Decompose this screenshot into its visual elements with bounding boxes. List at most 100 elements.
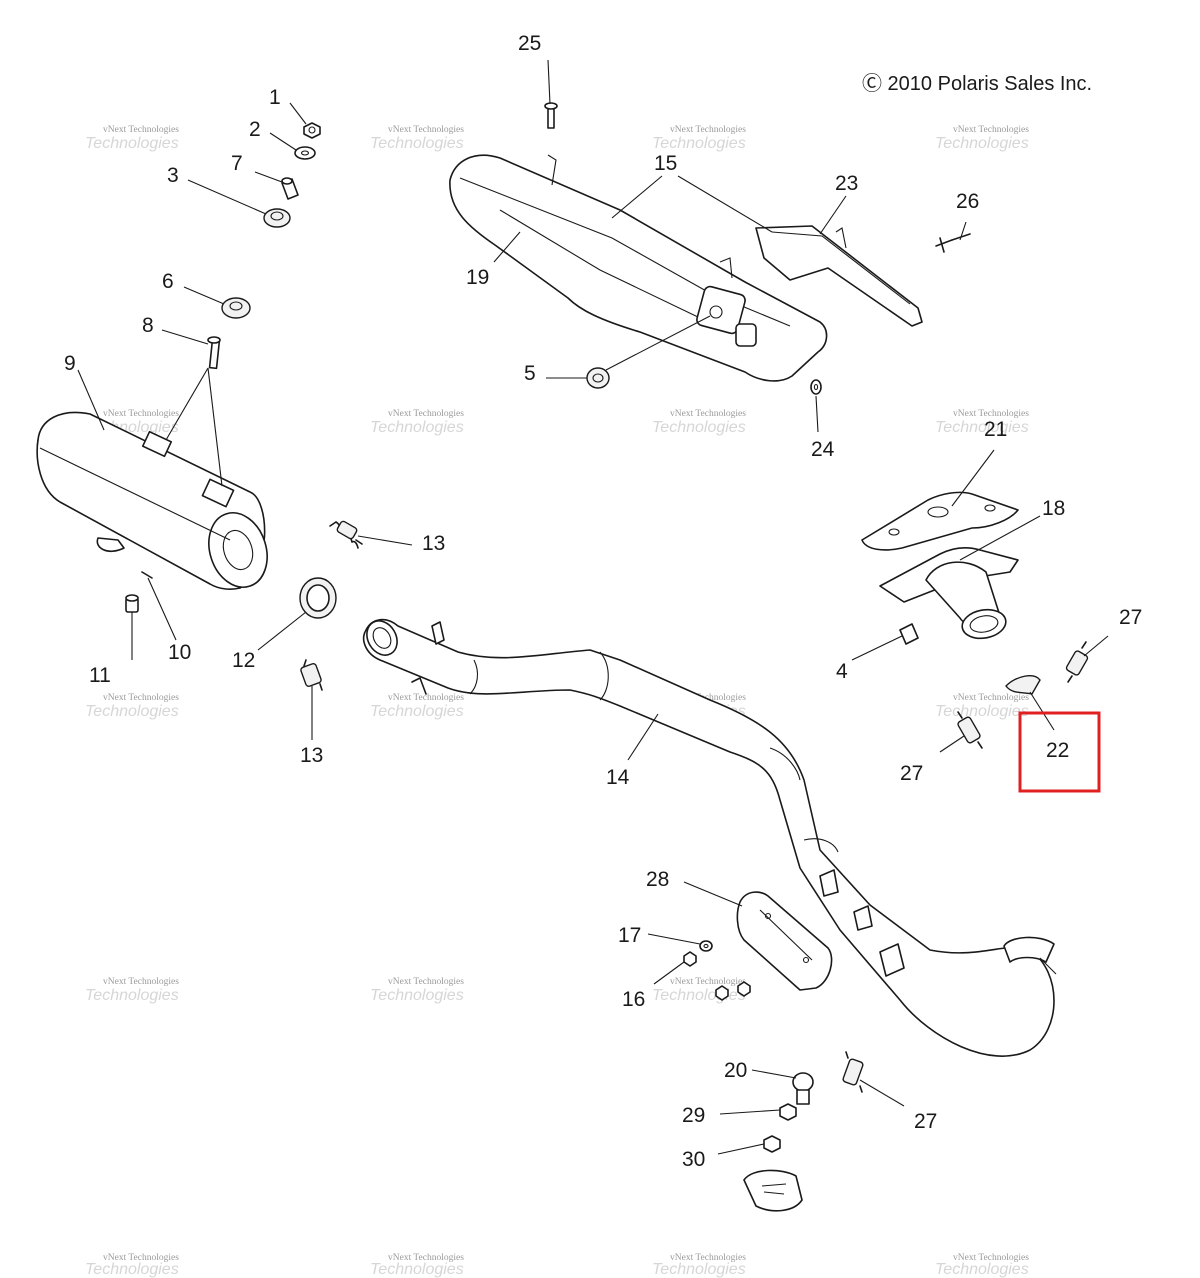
watermark-text: Technologies — [652, 419, 746, 436]
part-24-washer[interactable] — [810, 379, 822, 395]
part-26-rivet[interactable] — [935, 233, 971, 253]
watermark-text: vNext Technologies — [953, 409, 1029, 419]
part-13-spring-lower[interactable] — [300, 659, 323, 691]
watermark-text: Technologies — [85, 135, 179, 152]
leader-26 — [959, 221, 967, 241]
callout-9: 9 — [64, 352, 76, 375]
watermark-text: vNext Technologies — [388, 125, 464, 135]
leader-8b — [207, 367, 223, 487]
leader-7 — [254, 171, 283, 183]
watermark-text: Technologies — [652, 135, 746, 152]
watermark-text: Technologies — [370, 703, 464, 720]
watermark-text: Technologies — [935, 1261, 1029, 1278]
part-1-nut[interactable] — [303, 122, 321, 139]
watermark: Technologies vNext Technologies — [85, 693, 179, 720]
callout-25: 25 — [518, 32, 541, 55]
watermark-text: vNext Technologies — [103, 693, 179, 703]
watermark-text: Technologies — [85, 987, 179, 1004]
watermark-text: vNext Technologies — [103, 977, 179, 987]
part-20-mounting-bolt[interactable] — [792, 1072, 814, 1105]
watermark-text: vNext Technologies — [103, 409, 179, 419]
part-6-grommet[interactable] — [221, 297, 251, 319]
callout-12: 12 — [232, 649, 255, 672]
part-9-muffler[interactable] — [36, 411, 276, 594]
callout-13-lower: 13 — [300, 744, 323, 767]
callout-11: 11 — [89, 664, 111, 687]
callout-30: 30 — [682, 1148, 705, 1171]
part-5-grommet[interactable] — [586, 367, 610, 389]
leader-15a — [611, 175, 663, 219]
part-25-bolt[interactable] — [544, 102, 558, 129]
leader-13a — [357, 535, 413, 546]
callout-labels: 1 2 3 7 6 8 9 10 11 12 13 13 14 15 16 17… — [64, 32, 1142, 1171]
part-17-washer[interactable] — [699, 940, 713, 952]
part-10-pin[interactable] — [141, 571, 153, 579]
callout-7: 7 — [231, 152, 243, 175]
part-11-screw[interactable] — [125, 594, 139, 613]
part-14-header-pipe[interactable] — [361, 615, 1057, 1057]
part-8-bolt[interactable] — [207, 336, 221, 370]
leader-8a — [165, 367, 209, 441]
watermark-text: Technologies — [85, 703, 179, 720]
part-13-spring-upper[interactable] — [329, 520, 363, 549]
callout-22: 22 — [1046, 739, 1069, 762]
bracket-detail — [743, 1169, 803, 1212]
leader-20 — [751, 1069, 797, 1079]
watermark: Technologies vNext Technologies — [85, 125, 179, 152]
leader-17 — [647, 933, 701, 945]
callout-23: 23 — [835, 172, 858, 195]
callout-26: 26 — [956, 190, 979, 213]
part-27-spring-upper[interactable] — [1065, 641, 1089, 683]
part-16-bolt[interactable] — [683, 951, 751, 1001]
watermark-text: Technologies — [370, 987, 464, 1004]
part-22-gasket[interactable] — [1005, 675, 1041, 695]
part-28-heat-shield[interactable] — [736, 891, 833, 991]
part-23-shield-plate[interactable] — [755, 225, 923, 327]
leader-2 — [269, 132, 297, 151]
watermark-text: Technologies — [935, 135, 1029, 152]
part-19-heat-shield[interactable] — [449, 154, 828, 382]
part-18-exhaust-flange[interactable] — [879, 547, 1019, 642]
leader-4 — [851, 635, 903, 661]
leader-16 — [653, 961, 685, 985]
watermark: Technologies vNext Technologies — [85, 1253, 179, 1278]
callout-5: 5 — [524, 362, 536, 385]
watermark-text: vNext Technologies — [670, 1253, 746, 1263]
leader-8 — [161, 329, 209, 345]
watermark-text: vNext Technologies — [953, 125, 1029, 135]
watermark: Technologies vNext Technologies — [370, 1253, 464, 1278]
part-21-gasket[interactable] — [861, 491, 1019, 551]
part-4-stud[interactable] — [899, 623, 919, 645]
leader-10 — [147, 577, 177, 641]
callout-18: 18 — [1042, 497, 1065, 520]
watermark-text: vNext Technologies — [953, 693, 1029, 703]
part-27-spring-middle[interactable] — [957, 711, 983, 749]
part-30-nut[interactable] — [763, 1135, 781, 1153]
callout-3: 3 — [167, 164, 179, 187]
part-12-gasket[interactable] — [299, 577, 337, 619]
callout-4: 4 — [836, 660, 848, 683]
leader-29 — [719, 1109, 781, 1115]
leader-12 — [257, 611, 307, 651]
part-3-grommet[interactable] — [263, 208, 291, 228]
watermark: Technologies vNext Technologies — [935, 693, 1029, 720]
watermark-text: vNext Technologies — [388, 977, 464, 987]
callout-19: 19 — [466, 266, 489, 289]
part-27-spring-lower[interactable] — [842, 1051, 864, 1093]
leader-3 — [187, 179, 267, 215]
leader-6 — [183, 286, 225, 305]
callout-24: 24 — [811, 438, 835, 461]
callout-27-upper: 27 — [1119, 606, 1142, 629]
watermark-text: Technologies — [652, 1261, 746, 1278]
part-2-washer[interactable] — [294, 146, 316, 160]
callout-10: 10 — [168, 641, 191, 664]
watermark: Technologies vNext Technologies — [370, 977, 464, 1004]
part-7-bushing[interactable] — [281, 177, 299, 200]
watermark: Technologies vNext Technologies — [935, 1253, 1029, 1278]
callout-2: 2 — [249, 118, 261, 141]
watermark: Technologies vNext Technologies — [652, 409, 746, 436]
leader-25 — [547, 59, 551, 105]
part-29-nut[interactable] — [779, 1103, 797, 1121]
leader-14 — [627, 713, 659, 761]
